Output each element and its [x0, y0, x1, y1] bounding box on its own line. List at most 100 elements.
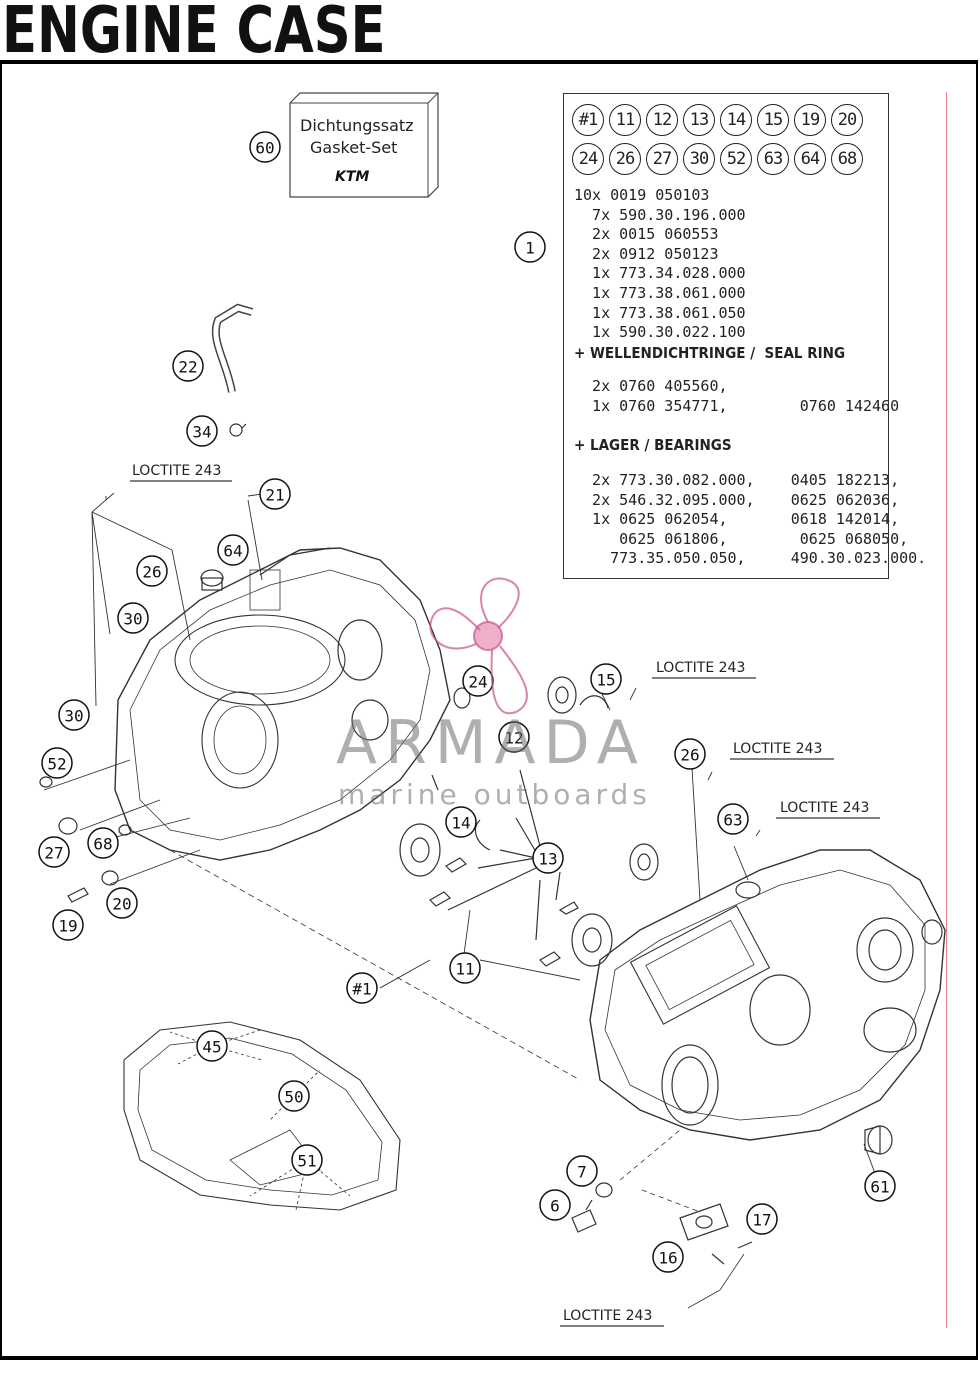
part-callout-label: 45: [202, 1038, 221, 1057]
page-title: ENGINE CASE: [2, 0, 386, 68]
part-callout-label: 30: [64, 707, 83, 726]
part-number-line: 7x 590.30.196.000: [574, 205, 746, 224]
part-callout: 50: [278, 1080, 310, 1112]
part-callout: 11: [449, 952, 481, 984]
watermark-tagline: marine outboards: [338, 778, 651, 811]
part-callout: 63: [717, 803, 749, 835]
part-callout-label: 61: [870, 1178, 889, 1197]
part-callout: 64: [217, 534, 249, 566]
kit-part-callout: 19: [794, 104, 826, 136]
part-callout-label: 24: [468, 673, 487, 692]
part-callout-label: 63: [723, 811, 742, 830]
part-number-line: 1x 0625 062054, 0618 142014,: [574, 510, 900, 529]
part-callout: 14: [445, 806, 477, 838]
part-number-line: 1x 773.38.061.000: [574, 284, 746, 302]
part-callout: 68: [87, 827, 119, 859]
part-callout: 26: [136, 555, 168, 587]
seal-ring-header: + WELLENDICHTRINGE / SEAL RING: [574, 344, 846, 362]
part-number-line: 2x 546.32.095.000, 0625 062036,: [574, 490, 900, 509]
part-callout-label: 60: [255, 139, 274, 158]
kit-part-callout: 20: [831, 104, 863, 136]
part-callout: 17: [746, 1203, 778, 1235]
part-callout: 21: [259, 478, 291, 510]
part-callout-label: 11: [455, 960, 474, 979]
part-callout: 19: [52, 909, 84, 941]
kit-part-callout: 24: [572, 143, 604, 175]
part-callout: 7: [566, 1155, 598, 1187]
kit-part-callout: 12: [646, 104, 678, 136]
part-callout-label: 22: [178, 358, 197, 377]
bearings-header: + LAGER / BEARINGS: [574, 436, 732, 454]
part-callout: 24: [462, 665, 494, 697]
loctite-label: LOCTITE 243: [563, 1308, 653, 1324]
part-number-line: 2x 0760 405560,: [574, 377, 728, 395]
part-callout-label: 64: [223, 542, 242, 561]
part-callout-label: 50: [284, 1088, 303, 1107]
margin-line: [946, 92, 947, 1328]
loctite-label: LOCTITE 243: [656, 660, 746, 676]
part-callout: 30: [58, 699, 90, 731]
part-callout: 20: [106, 887, 138, 919]
kit-part-callout: #1: [572, 104, 604, 136]
loctite-label: LOCTITE 243: [132, 463, 222, 479]
part-callout: 60: [249, 131, 281, 163]
part-callout-label: 1: [525, 239, 535, 258]
kit-part-callout: 27: [646, 143, 678, 175]
part-number-line: 1x 590.30.022.100: [574, 323, 746, 342]
kit-part-callout: 30: [683, 143, 715, 175]
kit-part-callout: 13: [683, 104, 715, 136]
part-number-line: 0625 061806, 0625 068050,: [574, 529, 909, 548]
part-callout-label: 12: [504, 729, 523, 748]
part-callout-label: 19: [58, 917, 77, 936]
part-callout: 13: [532, 842, 564, 874]
part-callout: 15: [590, 663, 622, 695]
part-callout-label: 13: [538, 850, 557, 869]
ktm-logo: KTM: [335, 169, 370, 185]
kit-part-callout: 11: [609, 104, 641, 136]
part-callout-label: 30: [123, 610, 142, 629]
part-callout-label: 26: [680, 746, 699, 765]
part-callout: 1: [514, 231, 546, 263]
kit-part-callout: 68: [831, 143, 863, 175]
part-callout: 16: [652, 1241, 684, 1273]
kit-part-callout: 63: [757, 143, 789, 175]
part-callout-label: 6: [550, 1197, 560, 1216]
part-callout: 26: [674, 738, 706, 770]
part-number-line: 1x 773.34.028.000: [574, 264, 746, 283]
part-callout: 12: [498, 721, 530, 753]
loctite-label: LOCTITE 243: [733, 741, 823, 757]
part-callout-label: 15: [596, 671, 615, 690]
part-callout: 34: [186, 415, 218, 447]
part-number-line: 2x 773.30.082.000, 0405 182213,: [574, 471, 900, 489]
part-number-line: 773.35.050.050, 490.30.023.000.: [574, 549, 927, 568]
diagram-frame: [0, 60, 978, 1360]
part-callout-label: 52: [47, 755, 66, 774]
part-callout-label: 17: [752, 1211, 771, 1230]
part-callout: 27: [38, 836, 70, 868]
part-callout: #1: [346, 972, 378, 1004]
part-callout-label: 51: [297, 1152, 316, 1171]
part-callout: 45: [196, 1030, 228, 1062]
part-number-line: 1x 773.38.061.050: [574, 303, 746, 322]
part-callout-label: 20: [112, 895, 131, 914]
part-number-line: 1x 0760 354771, 0760 142460: [574, 396, 900, 415]
part-callout-label: 16: [658, 1249, 677, 1268]
part-callout-label: 14: [451, 814, 470, 833]
part-callout: 52: [41, 747, 73, 779]
loctite-label: LOCTITE 243: [780, 800, 870, 816]
kit-part-callout: 64: [794, 143, 826, 175]
part-callout: 30: [117, 602, 149, 634]
kit-part-callout: 52: [720, 143, 752, 175]
kit-part-callout: 15: [757, 104, 789, 136]
watermark-brand: ARMADA: [336, 708, 646, 778]
kit-part-callout: 14: [720, 104, 752, 136]
part-callout: 6: [539, 1189, 571, 1221]
part-callout-label: 68: [93, 835, 112, 854]
part-callout-label: 7: [577, 1163, 587, 1182]
part-callout-label: 26: [142, 563, 161, 582]
part-callout-label: 34: [192, 423, 211, 442]
part-number-line: 2x 0015 060553: [574, 225, 719, 244]
